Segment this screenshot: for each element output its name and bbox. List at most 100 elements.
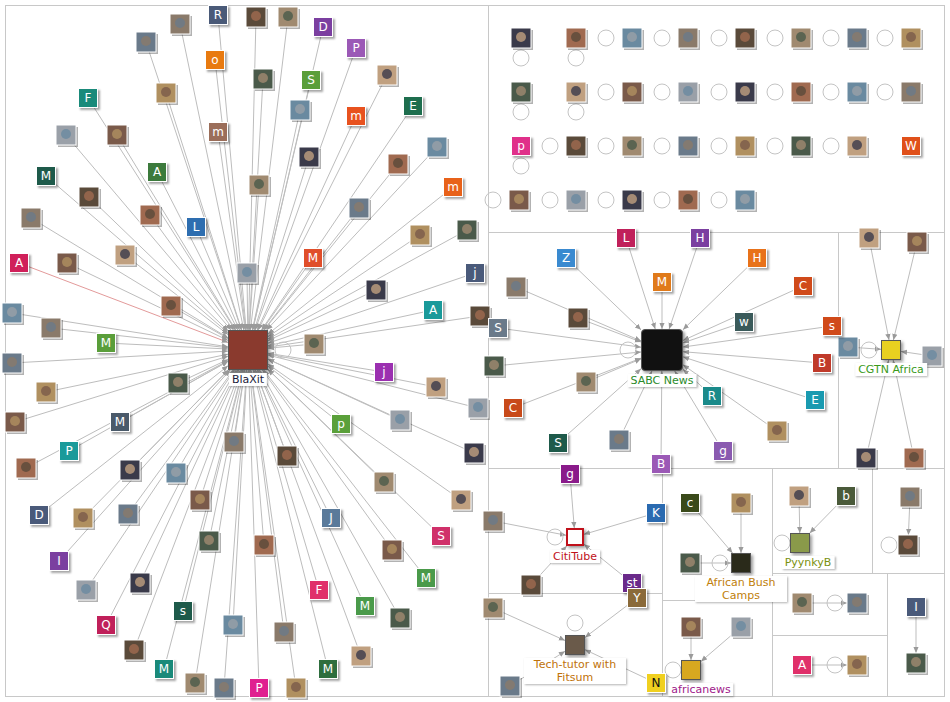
avatar-detail [571,140,581,150]
avatar-detail [84,191,94,201]
avatar-image [253,69,273,89]
avatar-image [390,608,410,628]
node-label: CGTN Africa [855,363,927,376]
avatar-detail [259,539,269,549]
avatar-detail [135,577,145,587]
avatar-picture [511,82,533,104]
graph-edge [268,359,464,448]
letter-avatar: Q [96,615,116,635]
self-loop [827,595,843,611]
avatar-detail [62,257,72,267]
avatar-image [483,598,503,618]
avatar-image [366,280,386,300]
avatar-picture [199,531,221,553]
avatar-detail [511,281,521,291]
avatar-letter: K [652,506,660,520]
avatar-detail [772,425,782,435]
avatar-detail [387,544,397,554]
avatar-picture [246,7,268,29]
letter-avatar: E [403,96,423,116]
avatar-image [789,486,809,506]
graph-edge [503,613,565,641]
avatar-picture [457,220,479,242]
graph-edge [262,116,407,330]
graph-edge [185,370,243,601]
avatar-detail [489,360,499,370]
avatar-image [351,646,371,666]
avatar-picture [506,277,528,299]
graph-edge [162,182,238,330]
avatar-picture [156,83,178,105]
avatar-detail [432,141,442,151]
avatar-image [377,65,397,85]
letter-avatar: E [805,390,825,410]
avatar-image [290,100,310,120]
avatar-detail [852,659,862,669]
letter-avatar: W [901,136,921,156]
avatar-detail [393,158,403,168]
avatar-image [731,493,751,513]
avatar-image [859,228,879,248]
avatar-detail [864,232,874,242]
hub-avatar: African Bush Camps [731,553,751,573]
avatar-detail [41,386,51,396]
avatar-detail [309,338,319,348]
avatar-image [901,82,921,102]
avatar-image [21,208,41,228]
avatar-image [120,460,140,480]
avatar-image [500,676,520,696]
avatar-picture [847,593,869,615]
avatar-letter: g [719,444,727,458]
avatar-letter: s [180,604,186,618]
avatar-detail [740,140,750,150]
avatar-detail [81,584,91,594]
avatar-picture [451,490,473,512]
self-loop [654,84,670,100]
node-label: Tech-tutor with Fitsum [524,658,626,684]
self-loop [654,30,670,46]
hub-avatar: SABC News [641,329,683,371]
avatar-picture [168,373,190,395]
avatar-detail [279,626,289,636]
avatar-image [451,490,471,510]
avatar-image [286,678,306,698]
self-loop [513,104,529,120]
letter-avatar: H [747,248,767,268]
avatar-image [792,593,812,613]
avatar-letter: A [429,303,437,317]
graph-edge [29,267,228,343]
self-loop [827,657,843,673]
avatar-picture [622,82,644,104]
self-loop [767,84,783,100]
letter-avatar: B [651,454,671,474]
avatar-picture [140,205,162,227]
self-loop [654,138,670,154]
avatar-detail [614,434,624,444]
avatar-picture [791,82,813,104]
node-label: BlaXit [229,373,267,386]
letter-avatar: S [431,526,451,546]
avatar-image [224,432,244,452]
avatar-image [511,82,531,102]
letter-avatar: C [503,398,523,418]
avatar-image [521,575,541,595]
avatar-image [410,225,430,245]
avatar-letter: D [34,508,43,522]
avatar-picture [253,69,275,91]
node-label: SABC News [628,374,697,387]
letter-avatar: M [355,596,375,616]
self-loop [877,30,893,46]
letter-avatar: M [652,272,672,292]
avatar-image [566,28,586,48]
avatar-image [41,318,61,338]
avatar-detail [10,416,20,426]
avatar-detail [906,32,916,42]
letter-avatar: K [646,503,666,523]
avatar-detail [145,209,155,219]
graph-edge [871,248,889,340]
self-loop [877,84,893,100]
letter-avatar: M [318,659,338,679]
avatar-detail [516,86,526,96]
avatar-detail [382,69,392,79]
